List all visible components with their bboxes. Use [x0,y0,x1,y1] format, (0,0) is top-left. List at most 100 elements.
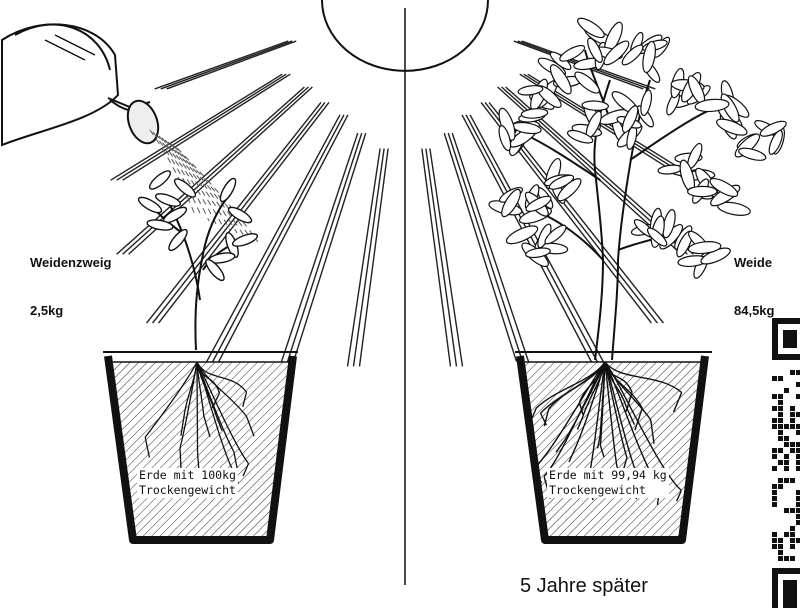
qr-module [772,376,777,381]
tree-label-weight: 84,5kg [734,303,774,319]
qr-finder-core [783,330,797,348]
leaf [218,176,239,203]
qr-module [790,418,795,423]
qr-module [778,376,783,381]
qr-module [778,436,783,441]
right-soil-label: Erde mit 99,94 kg Trockengewicht [547,468,669,498]
qr-module [796,538,800,543]
qr-module [796,496,800,501]
qr-module [778,538,783,543]
qr-module [778,448,783,453]
qr-module [784,454,789,459]
qr-module [796,514,800,519]
left-soil-weight: Erde mit 100kg [139,468,236,483]
qr-module [790,526,795,531]
qr-module [790,544,795,549]
qr-code [772,318,800,608]
sun-ray [354,149,385,367]
qr-module [790,370,795,375]
qr-module [772,466,777,471]
qr-module [772,532,777,537]
qr-module [796,508,800,513]
qr-module [772,406,777,411]
sun-ray [167,41,297,89]
qr-module [778,478,783,483]
qr-module [790,532,795,537]
qr-module [778,418,783,423]
left-soil-label: Erde mit 100kg Trockengewicht [137,468,238,498]
qr-module [778,406,783,411]
qr-module [796,442,800,447]
root [197,362,198,453]
qr-module [796,424,800,429]
qr-module [784,442,789,447]
qr-module [778,460,783,465]
qr-module [772,484,777,489]
qr-module [796,382,800,387]
watering-can [2,24,164,147]
qr-module [772,496,777,501]
qr-module [784,388,789,393]
cutting-label-name: Weidenzweig [30,255,111,271]
qr-module [790,538,795,543]
qr-module [772,538,777,543]
sun-ray [294,133,366,361]
qr-module [790,424,795,429]
qr-module [784,532,789,537]
sun-ray [426,149,457,367]
qr-module [790,412,795,417]
sun-ray [470,115,603,362]
qr-module [772,448,777,453]
qr-module [772,418,777,423]
sun-ray [444,133,516,361]
qr-module [778,430,783,435]
qr-module [790,508,795,513]
caption: 5 Jahre später [520,575,648,598]
qr-module [772,502,777,507]
qr-module [796,370,800,375]
qr-module [796,520,800,525]
leaf [172,176,198,200]
qr-module [784,508,789,513]
qr-module [784,424,789,429]
cutting-label: Weidenzweig 2,5kg [30,223,111,335]
watering-can-rose [122,97,163,148]
qr-module [796,490,800,495]
qr-module [796,430,800,435]
qr-module [778,544,783,549]
qr-module [784,466,789,471]
qr-module [796,448,800,453]
left-pot [103,352,298,540]
qr-module [778,400,783,405]
tree-label: Weide 84,5kg [734,223,774,335]
leaf [639,89,654,116]
sun-ray [288,133,362,361]
qr-module [796,394,800,399]
qr-module [784,556,789,561]
qr-module [790,406,795,411]
qr-module [778,412,783,417]
qr-module [796,466,800,471]
qr-module [790,556,795,561]
qr-module [796,460,800,465]
qr-module [778,394,783,399]
qr-module [796,412,800,417]
cutting-label-weight: 2,5kg [30,303,111,319]
sun-ray [448,133,522,361]
qr-module [790,448,795,453]
right-soil-weight: Erde mit 99,94 kg [549,468,667,483]
leaf [688,186,717,197]
left-soil-unit: Trockengewicht [139,483,236,498]
qr-module [784,436,789,441]
qr-module [772,544,777,549]
qr-module [784,478,789,483]
qr-finder-core [783,580,797,608]
leaf [231,231,259,248]
qr-module [778,424,783,429]
qr-module [790,478,795,483]
qr-module [796,454,800,459]
qr-module [784,460,789,465]
sun-ray [155,41,289,89]
qr-module [772,424,777,429]
